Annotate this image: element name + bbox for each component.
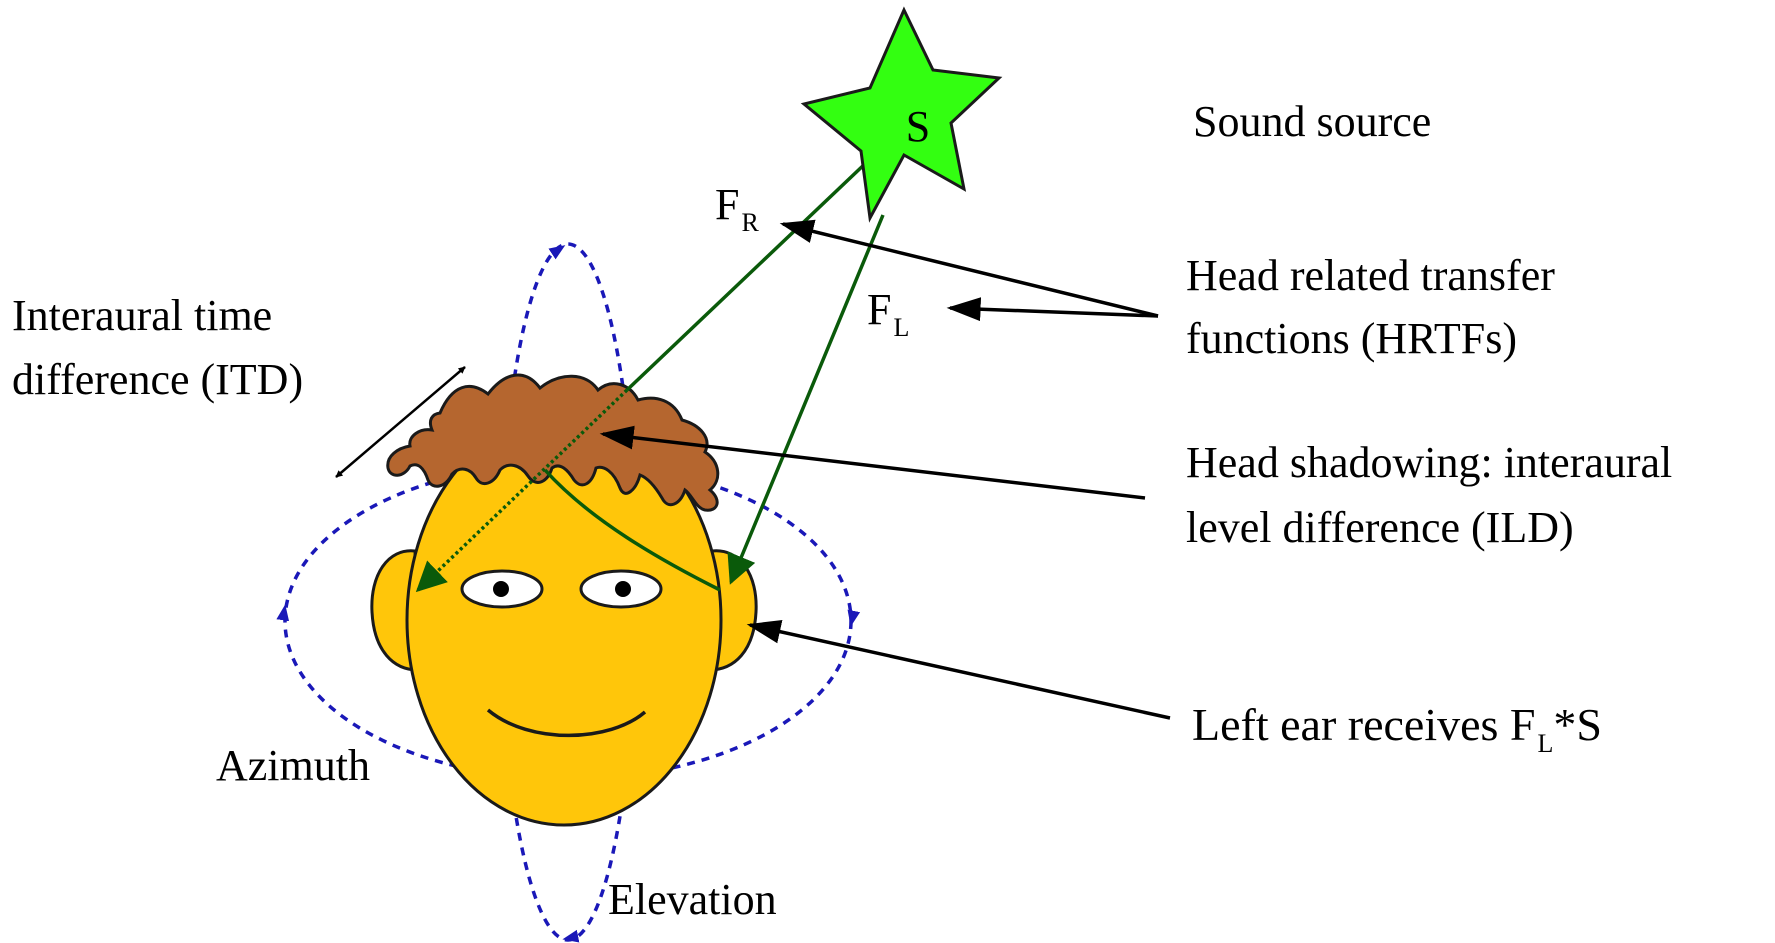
elevation-label: Elevation: [608, 875, 777, 924]
star-letter: S: [906, 102, 930, 151]
hrtf-left-label: FL: [867, 280, 909, 346]
hrtf-left-main: F: [867, 285, 892, 334]
hrtf-right-sub: R: [741, 208, 759, 237]
left-ear-arrow: [746, 619, 1171, 720]
sound-source-label: Sound source: [1193, 97, 1432, 146]
left-ear-suffix: *S: [1553, 699, 1603, 750]
left-pupil: [615, 581, 631, 597]
left-ear-path: [727, 214, 885, 585]
left-ear-label: Left ear receives FL*S: [1192, 695, 1602, 762]
hrtf-left-sub: L: [893, 313, 910, 342]
ild-label-line1: Head shadowing: interaural: [1186, 438, 1673, 487]
left-ear-sub: L: [1537, 729, 1554, 758]
right-ear-path: [625, 159, 870, 392]
hrtf-right-main: F: [715, 180, 740, 229]
left-ear-prefix: Left ear receives F: [1192, 699, 1536, 750]
itd-double-arrow: [335, 366, 466, 478]
right-pupil: [493, 581, 509, 597]
itd-label-line1: Interaural time: [12, 291, 273, 340]
itd-label-line2: difference (ITD): [12, 355, 304, 404]
hrtf-arrow-to-fr: [779, 219, 1159, 318]
hrtf-right-label: FR: [715, 175, 759, 241]
hrtf-arrow-to-fl: [946, 297, 1159, 322]
right-ear-path-shadowed: [415, 388, 629, 593]
hrtf-caption-line1: Head related transfer: [1186, 251, 1555, 300]
azimuth-label: Azimuth: [216, 741, 370, 790]
ild-arrow: [599, 425, 1146, 500]
mouth: [486, 708, 647, 738]
sound-source-star: [800, 6, 1003, 223]
hrtf-caption-line2: functions (HRTFs): [1186, 314, 1518, 363]
ild-label-line2: level difference (ILD): [1186, 503, 1574, 552]
head-shadow-arc: [543, 468, 721, 592]
